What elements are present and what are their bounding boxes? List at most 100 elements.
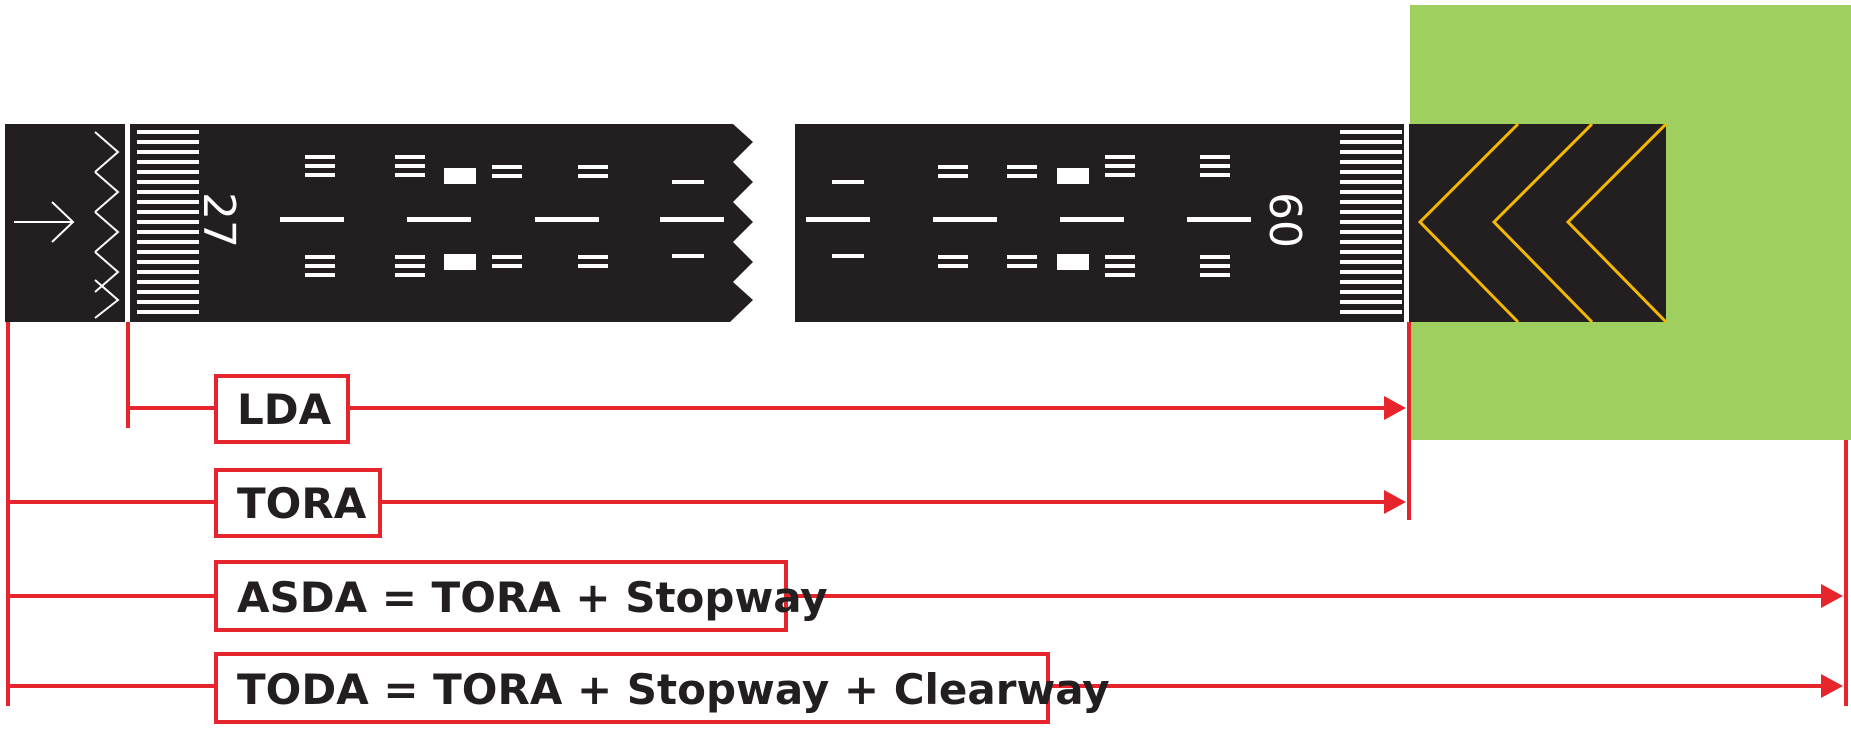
tdz-bar [1200, 264, 1230, 268]
piano-key [137, 220, 199, 224]
piano-key [137, 250, 199, 254]
lda-label: LDA [237, 385, 332, 434]
tdz-bar [1007, 165, 1037, 169]
tdz-bar [1105, 155, 1135, 159]
piano-key [1340, 150, 1402, 154]
tdz-bar [578, 255, 608, 259]
lda-label-box: LDA [214, 374, 350, 444]
toda-label: TODA = TORA + Stopway + Clearway [237, 665, 1110, 714]
tdz-bar [672, 180, 704, 184]
dimension-arrowheads [1384, 396, 1843, 698]
piano-key [137, 230, 199, 234]
tdz-bar [578, 174, 608, 178]
asda-label: ASDA = TORA + Stopway [237, 573, 828, 622]
piano-key [1340, 210, 1402, 214]
piano-key [137, 290, 199, 294]
tdz-bar [1200, 155, 1230, 159]
piano-key [137, 200, 199, 204]
tdz-bar [1007, 174, 1037, 178]
displaced-threshold-chevrons-icon [94, 131, 120, 319]
tdz-bar [1105, 264, 1135, 268]
centerline-dash [1060, 217, 1124, 222]
tdz-bar [1007, 255, 1037, 259]
aiming-point [1057, 168, 1089, 184]
piano-key [1340, 300, 1402, 304]
piano-key [137, 170, 199, 174]
asda-arrowhead [1821, 584, 1843, 608]
piano-key [1340, 230, 1402, 234]
centerline-dash [407, 217, 471, 222]
tdz-bar [395, 164, 425, 168]
tdz-bar [492, 264, 522, 268]
runway-break-right [770, 124, 795, 322]
right-arrow-icon [14, 201, 75, 243]
piano-key [1340, 130, 1402, 134]
tdz-bar [492, 255, 522, 259]
tdz-bar [938, 174, 968, 178]
piano-key [137, 240, 199, 244]
tdz-bar [578, 165, 608, 169]
toda-label-box: TODA = TORA + Stopway + Clearway [214, 652, 1110, 724]
piano-key [1340, 170, 1402, 174]
centerline-dash [806, 217, 870, 222]
runway-centerline [280, 217, 1251, 222]
stopway-chevron [1565, 122, 1668, 324]
piano-key [137, 280, 199, 284]
tdz-bar [1200, 164, 1230, 168]
tdz-bar [305, 164, 335, 168]
piano-key [1340, 280, 1402, 284]
tora-label: TORA [237, 479, 367, 528]
tdz-bar [395, 264, 425, 268]
tora-label-box: TORA [214, 468, 382, 538]
stopway-chevron [1417, 122, 1520, 324]
piano-key [137, 190, 199, 194]
tdz-bar [832, 254, 864, 258]
declared-distance-dimensions [6, 322, 1848, 706]
tdz-bar [1200, 173, 1230, 177]
piano-key [137, 310, 199, 314]
tdz-bar [832, 180, 864, 184]
piano-key [1340, 140, 1402, 144]
piano-key [137, 130, 199, 134]
aiming-point [1057, 254, 1089, 270]
tdz-bar [1105, 173, 1135, 177]
piano-key [1340, 240, 1402, 244]
tdz-bar [395, 255, 425, 259]
piano-key [1340, 190, 1402, 194]
stopway-chevrons [1417, 122, 1668, 324]
threshold-bar-right [1404, 124, 1409, 322]
tdz-bar [395, 173, 425, 177]
centerline-dash [933, 217, 997, 222]
tdz-bar [492, 165, 522, 169]
piano-key [1340, 160, 1402, 164]
centerline-dash [1187, 217, 1251, 222]
tdz-bar [305, 255, 335, 259]
piano-key [137, 300, 199, 304]
piano-key [137, 150, 199, 154]
tdz-bar [305, 273, 335, 277]
tdz-bar [1200, 273, 1230, 277]
piano-key [137, 160, 199, 164]
runway-markings [125, 124, 1409, 322]
aiming-point [444, 254, 476, 270]
threshold-bar-left [125, 124, 130, 322]
tora-arrowhead [1384, 490, 1406, 514]
piano-key [1340, 250, 1402, 254]
tdz-bar [395, 155, 425, 159]
runway-break-left [730, 124, 761, 322]
piano-key [1340, 180, 1402, 184]
tdz-bar [938, 264, 968, 268]
stopway-chevron [1491, 122, 1594, 324]
runway-designator-right: 09 [1262, 192, 1313, 248]
centerline-dash [660, 217, 724, 222]
piano-key [137, 210, 199, 214]
threshold-piano-keys-right [1340, 130, 1402, 314]
tdz-bar [1105, 273, 1135, 277]
tdz-bar [672, 254, 704, 258]
runway-designator-left: 27 [193, 192, 244, 248]
piano-key [137, 260, 199, 264]
asda-label-box: ASDA = TORA + Stopway [214, 560, 828, 632]
piano-key [1340, 260, 1402, 264]
runway-left-section [5, 124, 761, 322]
